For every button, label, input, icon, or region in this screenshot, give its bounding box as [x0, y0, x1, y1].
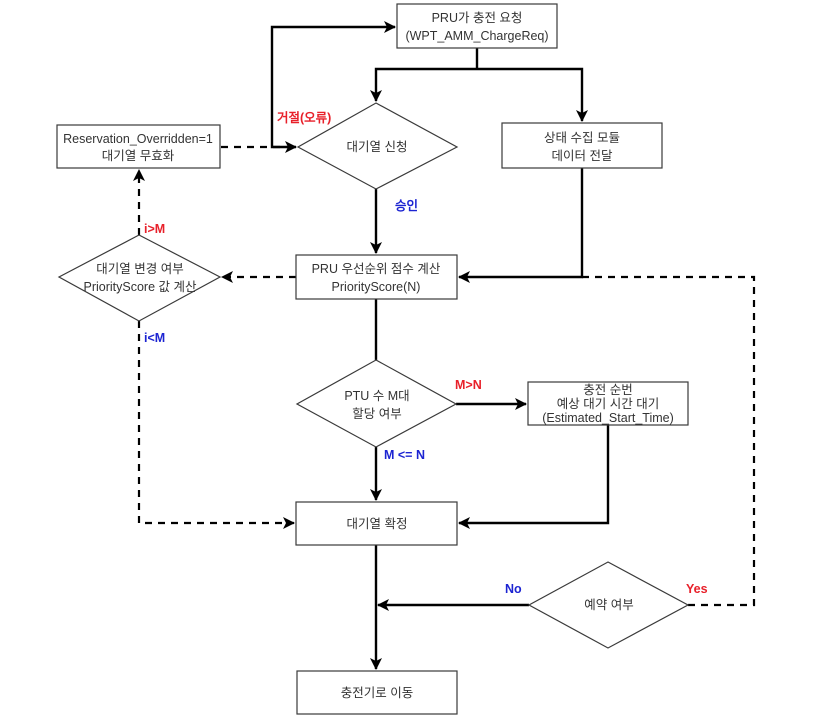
label-m-le-n: M <= N [384, 448, 425, 462]
label-approve: 승인 [395, 198, 418, 213]
label-reject: 거절(오류) [277, 110, 331, 125]
node-text: 충전 순번 [583, 383, 632, 397]
node-priority-score: PRU 우선순위 점수 계산 PriorityScore(N) [295, 254, 458, 300]
label-yes: Yes [686, 582, 708, 596]
node-text: PriorityScore(N) [332, 280, 421, 294]
node-status-module: 상태 수집 모듈 데이터 전달 [501, 122, 663, 169]
node-charge-request: PRU가 충전 요청 (WPT_AMM_ChargeReq) [396, 3, 558, 49]
node-text: 대기열 무효화 [102, 149, 175, 163]
node-text: Reservation_Overridden=1 [63, 132, 213, 146]
edge-labels: 거절(오류) 승인 i>M i<M M>N M <= N No Yes [144, 110, 708, 596]
node-queue-confirm: 대기열 확정 [295, 501, 458, 546]
node-queue-change: 대기열 변경 여부 PriorityScore 값 계산 [57, 234, 222, 322]
edge-request-to-status-module [477, 67, 588, 122]
node-move-to-charger: 충전기로 이동 [296, 670, 458, 715]
edge-status-to-priority [458, 168, 584, 283]
node-text: 예상 대기 시간 대기 [557, 397, 659, 411]
node-text: PRU 우선순위 점수 계산 [312, 262, 441, 276]
node-charge-order: 충전 순번 예상 대기 시간 대기 (Estimated_Start_Time) [527, 381, 689, 426]
edges [133, 21, 756, 670]
node-text: 할당 여부 [352, 407, 401, 421]
label-m-greater-n: M>N [455, 378, 482, 392]
node-text: 데이터 전달 [552, 149, 613, 163]
node-text: 대기열 변경 여부 [96, 262, 183, 276]
edge-queue-change-to-confirm [137, 321, 295, 529]
node-text: PriorityScore 값 계산 [84, 280, 197, 294]
edge-request-to-queue-apply [370, 67, 477, 102]
node-reservation-overridden: Reservation_Overridden=1 대기열 무효화 [56, 124, 221, 169]
edge-reject-loop [270, 21, 396, 149]
node-reservation-check: 예약 여부 [527, 561, 690, 649]
label-no: No [505, 582, 522, 596]
label-i-less-m: i<M [144, 331, 165, 345]
node-text: 대기열 신청 [347, 140, 408, 154]
node-text: PRU가 충전 요청 [432, 11, 523, 25]
node-text: 상태 수집 모듈 [544, 131, 620, 145]
label-i-greater-m: i>M [144, 222, 165, 236]
node-text: 대기열 확정 [347, 517, 408, 531]
node-text: 예약 여부 [584, 597, 633, 612]
node-text: (Estimated_Start_Time) [542, 411, 674, 425]
node-queue-apply: 대기열 신청 [296, 102, 459, 190]
edge-charge-order-to-confirm [458, 425, 610, 529]
node-text: (WPT_AMM_ChargeReq) [405, 29, 548, 43]
node-text: 충전기로 이동 [341, 686, 413, 700]
node-ptu-count: PTU 수 M대 할당 여부 [295, 359, 458, 448]
edge-reservation-yes [582, 275, 756, 607]
node-text: PTU 수 M대 [344, 389, 409, 403]
